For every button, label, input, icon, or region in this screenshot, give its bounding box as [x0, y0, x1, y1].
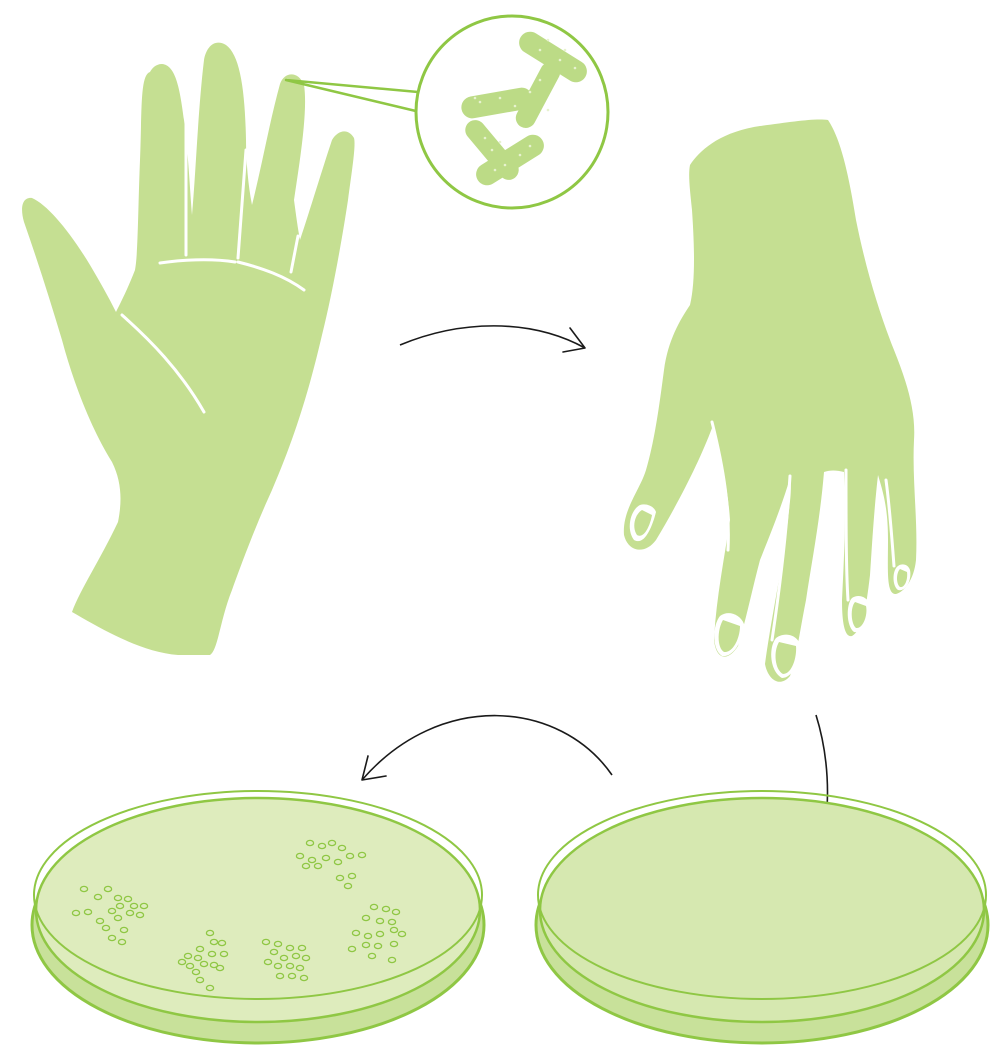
- arrow-palm-to-touch: [400, 326, 585, 352]
- open-palm-hand-icon: [22, 43, 354, 655]
- petri-dish-empty-icon: [536, 791, 988, 1043]
- arrow-dish-to-colonies: [362, 716, 612, 780]
- petri-dish-colonies-icon: [32, 791, 484, 1043]
- touching-hand-icon: [624, 119, 917, 681]
